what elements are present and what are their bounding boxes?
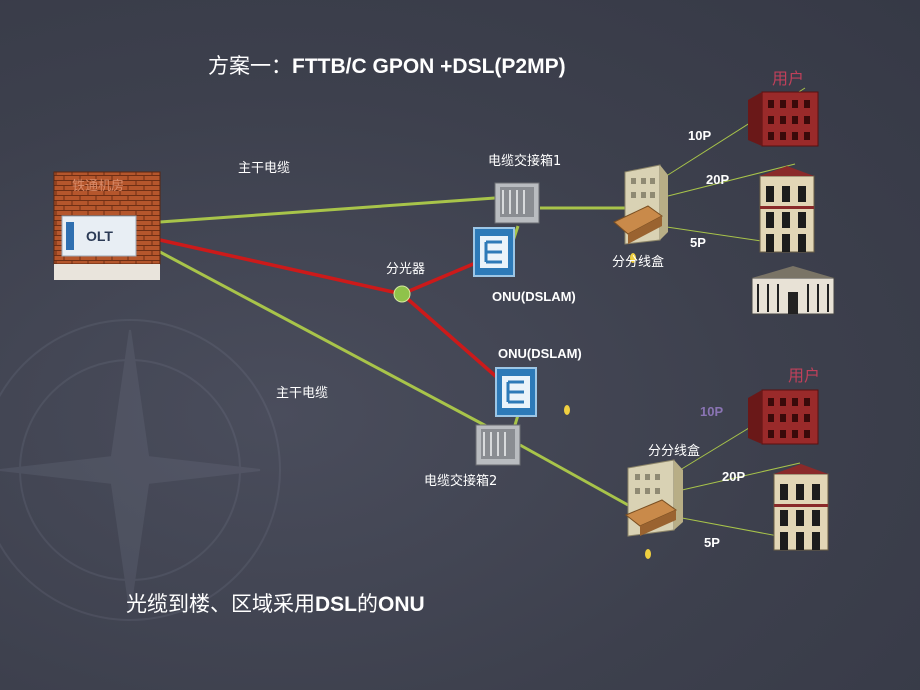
caption-onu: ONU [378,593,425,616]
pair-count-top-5p: 5P [690,235,706,250]
pair-count-bottom-5p: 5P [704,535,720,550]
compass-watermark [0,319,281,621]
trunk-cable-bottom-label: 主干电缆 [276,386,329,401]
pair-count-top-20p: 20P [706,172,730,187]
onu-1-icon [473,227,515,277]
title-main: FTTB/C GPON +DSL(P2MP) [292,55,566,78]
title-prefix: 方案一： [208,54,292,78]
user-label-top: 用户 [772,69,805,88]
onu-2-label: ONU(DSLAM) [498,346,582,361]
markers [564,253,651,559]
onu-1-label: ONU(DSLAM) [492,289,576,304]
pair-count-top-10p: 10P [688,128,712,143]
fiber-cables [159,238,502,382]
trunk-cable-top-label: 主干电缆 [238,161,291,176]
olt-room-label: 铁通机房 [72,179,125,194]
user-building-top-3-icon [751,266,835,315]
splitter-node [393,285,411,303]
onu-2-icon [495,367,537,417]
olt-building [53,171,161,280]
user-building-bottom-2-icon [773,464,829,551]
splitter-label: 分光器 [386,262,426,277]
distribution-box-1-label: 分分线盒 [612,255,665,270]
page-title: 方案一：FTTB/C GPON +DSL(P2MP) [208,50,566,80]
distribution-building-1-icon [613,164,668,245]
copper-cables [159,196,629,507]
distribution-box-2-label: 分分线盒 [648,444,701,459]
cabinet-1-label: 电缆交接箱1 [488,154,562,169]
bottom-caption: 光缆到楼、区域采用DSL的ONU [126,588,425,618]
cabinet-1-icon [494,182,540,224]
olt-label: OLT [86,228,113,244]
caption-prefix: 光缆到楼、区域采用 [126,592,315,616]
user-building-bottom-1-icon [748,389,819,445]
user-label-bottom: 用户 [788,366,821,385]
distribution-building-2-icon [625,459,683,537]
user-building-top-1-icon [748,91,819,147]
user-building-top-2-icon [759,166,815,253]
pair-count-bottom-10p: 10P [700,404,724,419]
caption-mid: 的 [357,592,378,616]
cabinet-2-icon [475,424,521,466]
cabinet-2-label: 电缆交接箱2 [424,474,498,489]
pair-count-bottom-20p: 20P [722,469,746,484]
caption-dsl: DSL [315,593,357,616]
